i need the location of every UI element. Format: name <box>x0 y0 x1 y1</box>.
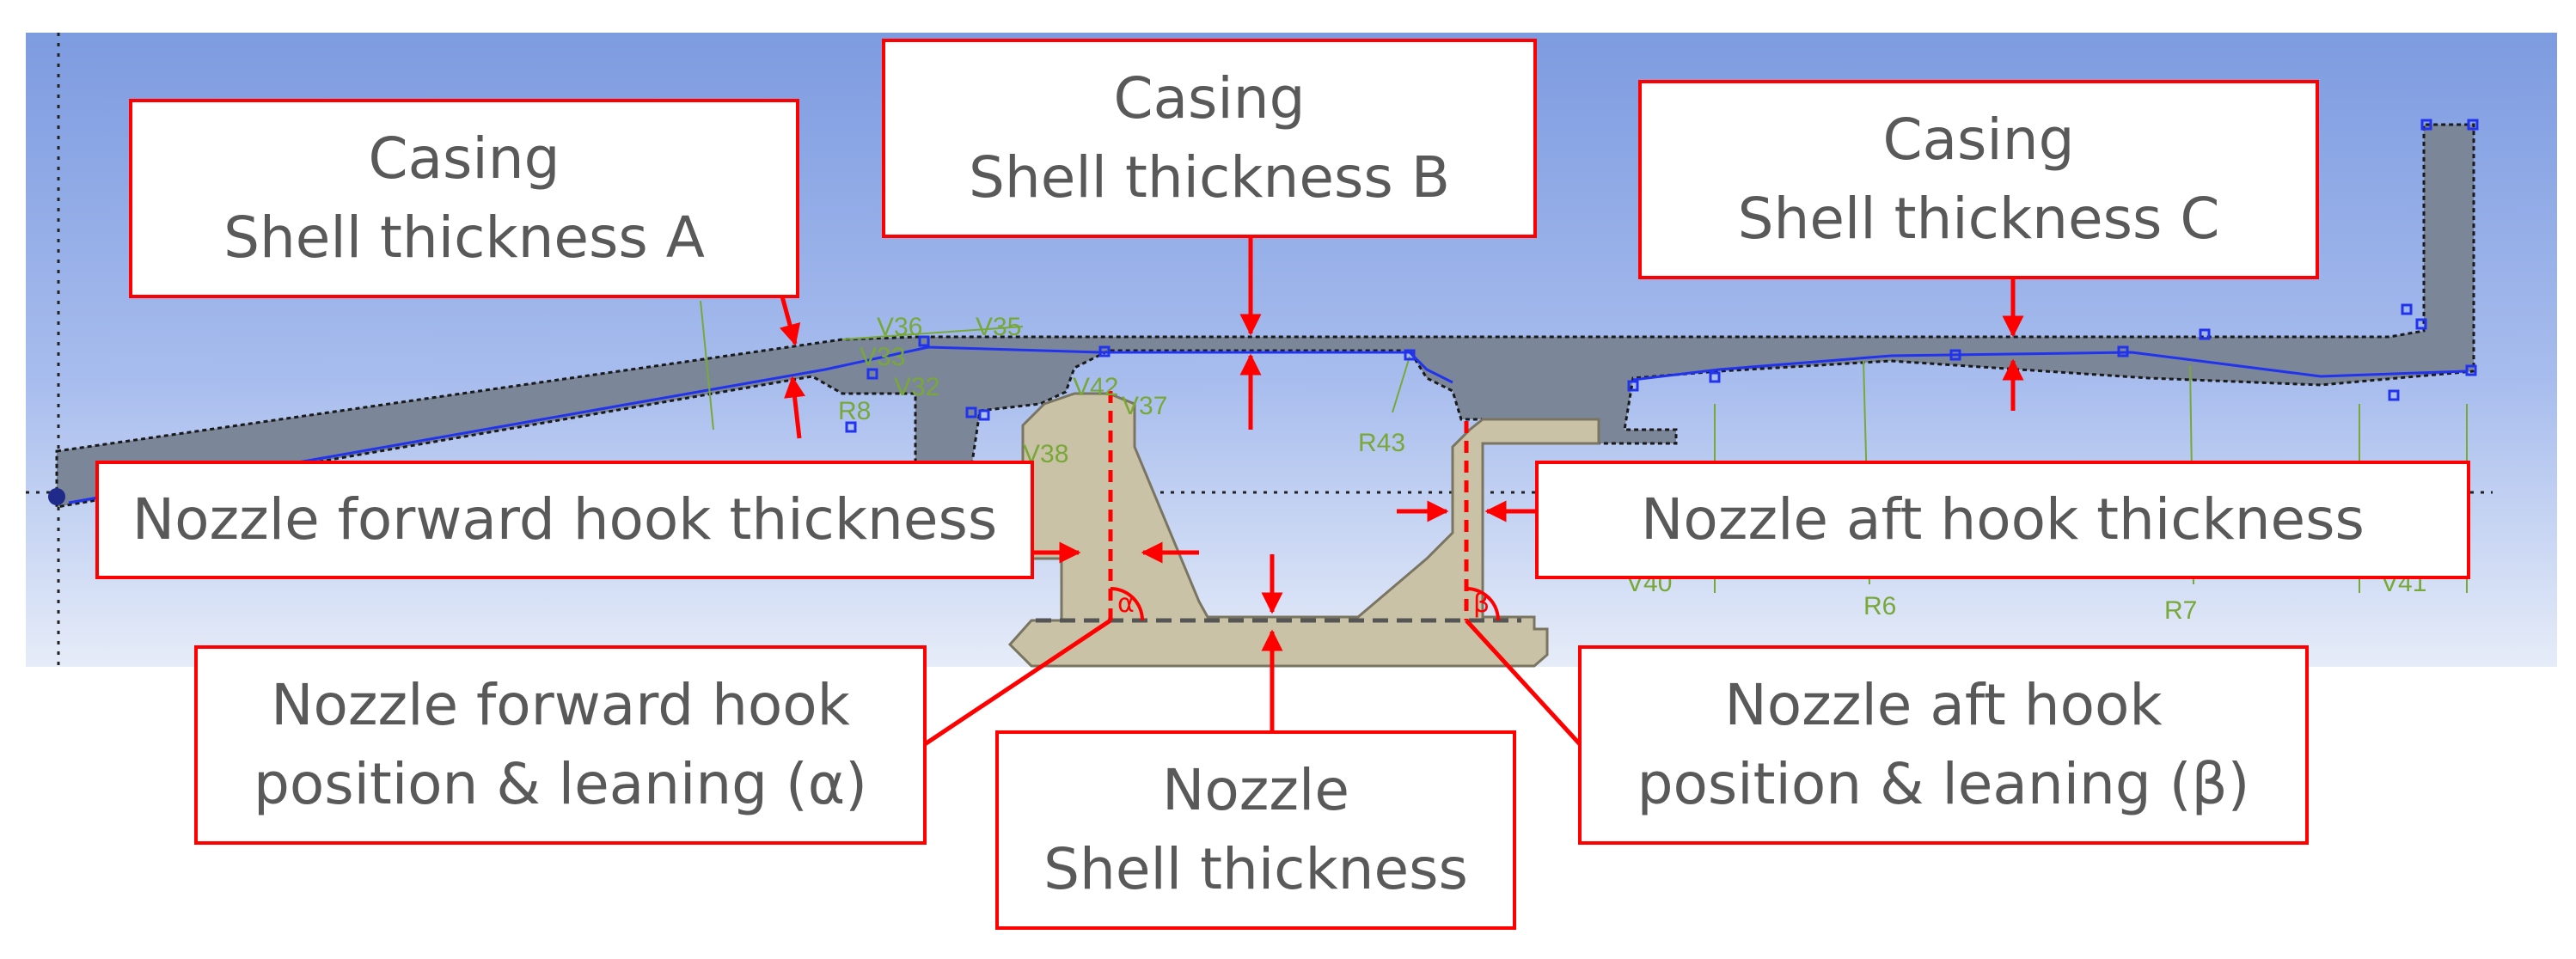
origin-point <box>48 488 65 505</box>
alpha-angle-arc <box>1110 587 1144 621</box>
callout-line: Shell thickness C <box>1737 186 2220 252</box>
casing-shell-thickness-c-label: Casing Shell thickness C <box>1638 80 2319 279</box>
nozzle-aft-hook-thickness-label: Nozzle aft hook thickness <box>1535 461 2470 579</box>
alpha-angle-label: α <box>1117 589 1135 619</box>
beta-angle-label: β <box>1473 589 1490 619</box>
callout-line: Nozzle aft hook thickness <box>1641 486 2365 553</box>
casing-shell-thickness-b-label: Casing Shell thickness B <box>882 39 1537 238</box>
callout-line: Shell thickness <box>1043 836 1468 902</box>
dim-label-r6: R6 <box>1863 592 1896 620</box>
callout-line: Casing <box>1113 65 1306 131</box>
callout-line: Nozzle <box>1162 757 1349 823</box>
nozzle-shell-thickness-label: Nozzle Shell thickness <box>995 730 1516 930</box>
callout-line: Nozzle forward hook <box>271 672 850 738</box>
annotation-arrows <box>780 236 2024 747</box>
dim-label-v36: V36 <box>877 313 922 341</box>
casing-shell <box>55 123 2475 509</box>
dim-label-v37: V37 <box>1122 392 1167 420</box>
callout-line: Shell thickness B <box>968 144 1450 211</box>
dim-label-v35: V35 <box>976 313 1021 341</box>
nozzle-forward-hook-position-label: Nozzle forward hook position & leaning (… <box>194 645 927 845</box>
callout-line: Casing <box>368 125 560 192</box>
callout-line: Nozzle forward hook thickness <box>132 486 998 553</box>
dim-label-v32: V32 <box>894 373 939 401</box>
vertex-markers <box>845 119 2479 433</box>
dim-label-v42: V42 <box>1073 373 1118 401</box>
dim-label-r7: R7 <box>2164 596 2197 625</box>
callout-line: Shell thickness A <box>223 205 705 271</box>
dim-label-r43: R43 <box>1358 429 1405 457</box>
nozzle-forward-hook-thickness-label: Nozzle forward hook thickness <box>95 461 1034 579</box>
beta-angle-arc <box>1465 587 1500 621</box>
callout-line: position & leaning (α) <box>253 751 868 817</box>
callout-line: Casing <box>1882 107 2075 173</box>
casing-shell-thickness-a-label: Casing Shell thickness A <box>129 99 799 298</box>
nozzle-aft-hook-position-label: Nozzle aft hook position & leaning (β) <box>1578 645 2309 845</box>
dim-label-r8: R8 <box>838 397 871 425</box>
casing-aft-inner-contour <box>1632 351 2468 382</box>
dim-label-v33: V33 <box>860 343 905 371</box>
nozzle-body <box>1007 392 1600 668</box>
callout-line: position & leaning (β) <box>1637 751 2250 817</box>
callout-line: Nozzle aft hook <box>1724 672 2163 738</box>
